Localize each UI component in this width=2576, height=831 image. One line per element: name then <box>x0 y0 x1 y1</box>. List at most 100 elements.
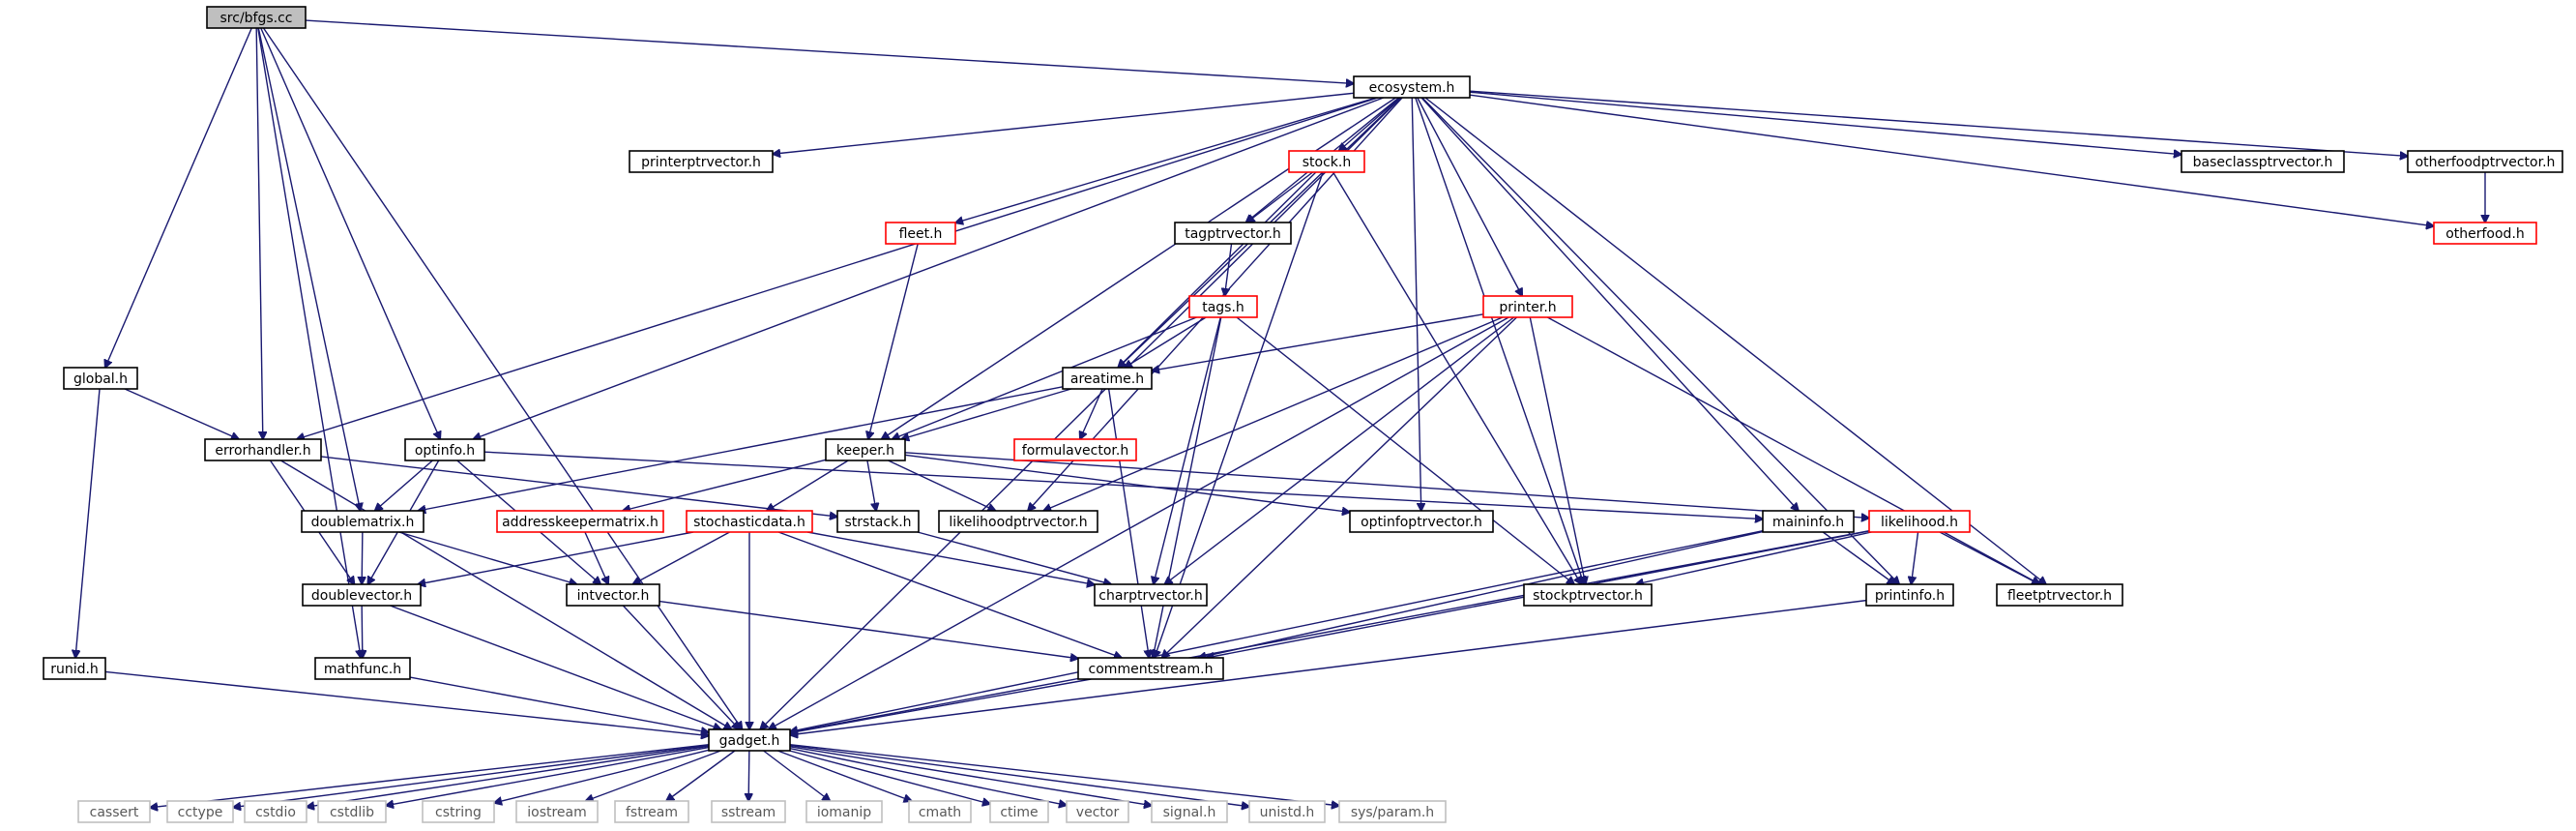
edge-areatime-to-doublematrix <box>418 386 1064 511</box>
node-box <box>515 800 599 823</box>
node-cstring: cstring <box>422 800 495 823</box>
node-label: gadget.h <box>719 733 780 749</box>
node-intvector[interactable]: intvector.h <box>566 583 660 607</box>
node-tagptrvector[interactable]: tagptrvector.h <box>1174 222 1292 245</box>
node-box <box>938 510 1098 533</box>
node-label: maininfo.h <box>1772 515 1844 530</box>
node-box <box>1996 583 2123 607</box>
edge-printer-to-commentstream <box>1161 316 1518 658</box>
edge-errorhandler-to-strstack <box>320 456 837 517</box>
node-otherfoodptrvector[interactable]: otherfoodptrvector.h <box>2407 150 2563 173</box>
edge-fleet-to-keeper <box>868 243 919 439</box>
edge-likelihood-to-stockptrvector <box>1636 531 1872 584</box>
node-signal: signal.h <box>1151 800 1228 823</box>
node-ecosystem[interactable]: ecosystem.h <box>1353 75 1471 99</box>
node-gadget[interactable]: gadget.h <box>708 728 791 752</box>
node-likelihoodptrvector[interactable]: likelihoodptrvector.h <box>938 510 1098 533</box>
edge-ecosystem-to-otherfoodptrvector <box>1469 90 2408 156</box>
node-formulavector[interactable]: formulavector.h <box>1013 438 1137 461</box>
node-mathfunc[interactable]: mathfunc.h <box>314 657 411 680</box>
edge-ecosystem-to-optinfoptrvector <box>1411 97 1421 511</box>
edge-ecosystem-to-errorhandler <box>297 97 1379 439</box>
edge-likelihood-to-printinfo <box>1911 531 1919 584</box>
node-box <box>63 367 138 390</box>
node-box <box>404 438 485 461</box>
edge-gadget-to-vector <box>789 747 1067 806</box>
node-areatime[interactable]: areatime.h <box>1062 367 1153 390</box>
node-printerptrvector[interactable]: printerptrvector.h <box>629 150 774 173</box>
edge-intvector-to-gadget <box>622 605 739 729</box>
edge-gadget-to-cassert <box>150 744 710 808</box>
node-box <box>1174 222 1292 245</box>
node-box <box>2433 222 2537 245</box>
node-box <box>711 800 786 823</box>
node-box <box>1353 75 1471 99</box>
node-box <box>1349 510 1494 533</box>
node-printer[interactable]: printer.h <box>1482 295 1573 318</box>
node-fleetptrvector[interactable]: fleetptrvector.h <box>1996 583 2123 607</box>
node-otherfood[interactable]: otherfood.h <box>2433 222 2537 245</box>
node-label: optinfo.h <box>415 443 475 459</box>
edge-stock-to-commentstream <box>1155 171 1324 658</box>
node-strstack[interactable]: strstack.h <box>836 510 920 533</box>
node-box <box>836 510 920 533</box>
node-likelihood[interactable]: likelihood.h <box>1868 510 1971 533</box>
node-label: charptrvector.h <box>1098 588 1202 604</box>
edge-keeper-to-optinfoptrvector <box>904 454 1350 512</box>
node-label: cstdio <box>255 805 296 820</box>
node-box <box>908 800 972 823</box>
node-commentstream[interactable]: commentstream.h <box>1077 657 1224 680</box>
edge-printer-to-likelihoodptrvector <box>1043 316 1504 511</box>
node-label: src/bfgs.cc <box>220 11 293 26</box>
edge-maininfo-to-commentstream <box>1198 530 1764 658</box>
node-ctime: ctime <box>989 800 1049 823</box>
node-box <box>1094 583 1208 607</box>
node-box <box>566 583 660 607</box>
node-stochasticdata[interactable]: stochasticdata.h <box>686 510 813 533</box>
node-box <box>206 6 307 29</box>
node-cassert: cassert <box>77 800 151 823</box>
node-label: keeper.h <box>836 443 894 459</box>
edge-ecosystem-to-maininfo <box>1420 97 1799 511</box>
node-box <box>805 800 883 823</box>
node-printinfo[interactable]: printinfo.h <box>1865 583 1954 607</box>
node-label: likelihoodptrvector.h <box>949 515 1087 530</box>
node-optinfoptrvector[interactable]: optinfoptrvector.h <box>1349 510 1494 533</box>
edge-keeper-to-likelihoodptrvector <box>888 460 995 511</box>
node-doublevector[interactable]: doublevector.h <box>302 583 422 607</box>
node-maininfo[interactable]: maininfo.h <box>1762 510 1855 533</box>
node-tags[interactable]: tags.h <box>1188 295 1258 318</box>
node-fleet[interactable]: fleet.h <box>885 222 956 245</box>
node-stock[interactable]: stock.h <box>1288 150 1365 173</box>
node-global[interactable]: global.h <box>63 367 138 390</box>
edge-ecosystem-to-printerptrvector <box>773 92 1355 154</box>
node-unistd: unistd.h <box>1248 800 1326 823</box>
node-label: mathfunc.h <box>324 662 401 677</box>
node-doublematrix[interactable]: doublematrix.h <box>301 510 424 533</box>
edge-printer-to-stockptrvector <box>1529 316 1585 584</box>
node-runid[interactable]: runid.h <box>43 657 106 680</box>
node-sysparam: sys/param.h <box>1338 800 1447 823</box>
node-label: cmath <box>919 805 961 820</box>
edge-commentstream-to-gadget <box>790 678 1092 733</box>
edge-bfgs-to-gadget <box>262 27 743 729</box>
node-label: iostream <box>527 805 587 820</box>
edge-tagptrvector-to-tags <box>1224 243 1233 296</box>
node-box <box>1868 510 1971 533</box>
node-charptrvector[interactable]: charptrvector.h <box>1094 583 1208 607</box>
node-addresskeepermatrix[interactable]: addresskeepermatrix.h <box>496 510 664 533</box>
node-keeper[interactable]: keeper.h <box>825 438 906 461</box>
node-label: otherfoodptrvector.h <box>2415 155 2556 170</box>
node-bfgs[interactable]: src/bfgs.cc <box>206 6 307 29</box>
edge-doublematrix-to-intvector <box>398 531 576 584</box>
edge-ecosystem-to-fleetptrvector <box>1424 97 2046 584</box>
node-label: printer.h <box>1499 300 1556 315</box>
node-errorhandler[interactable]: errorhandler.h <box>204 438 322 461</box>
node-box <box>1066 800 1129 823</box>
node-optinfo[interactable]: optinfo.h <box>404 438 485 461</box>
edge-printinfo-to-gadget <box>790 599 1867 735</box>
node-baseclassptrvector[interactable]: baseclassptrvector.h <box>2181 150 2345 173</box>
node-stockptrvector[interactable]: stockptrvector.h <box>1523 583 1653 607</box>
edge-tags-to-stockptrvector <box>1236 316 1574 584</box>
node-box <box>1188 295 1258 318</box>
